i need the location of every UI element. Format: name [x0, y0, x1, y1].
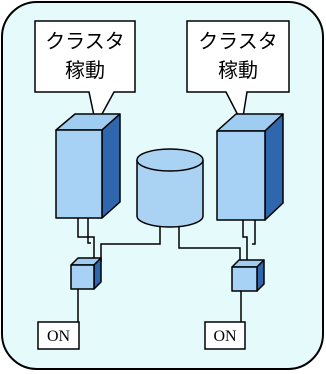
left-server [55, 113, 121, 219]
right-switch-front [231, 266, 258, 292]
right-callout-line1: クラスタ [198, 29, 278, 53]
right-callout-bubble [186, 20, 290, 126]
left-server-side [101, 113, 121, 219]
right-on-box [204, 321, 246, 350]
database-top [136, 148, 204, 172]
left-callout: クラスタ 稼動 [34, 20, 136, 128]
left-server-front [55, 129, 103, 219]
left-server-to-switch-line [77, 212, 95, 260]
left-callout-line2: 稼動 [65, 58, 105, 82]
left-callout-bubble [34, 20, 136, 128]
left-on-text: ON [47, 328, 71, 345]
right-switch [231, 259, 265, 292]
left-server-to-switch-line-2 [87, 210, 91, 244]
connection-lines [77, 210, 256, 322]
left-on-label: ON [37, 321, 80, 350]
right-server-side [264, 113, 284, 221]
left-switch [70, 257, 102, 290]
left-on-box [37, 321, 80, 350]
right-server-front [216, 130, 266, 221]
database-body [136, 160, 204, 228]
right-on-text: ON [213, 328, 237, 345]
database [136, 148, 204, 228]
left-switch-front [70, 264, 95, 290]
right-on-label: ON [204, 321, 246, 350]
right-callout-line2: 稼動 [218, 58, 258, 82]
right-server-to-switch-line [242, 212, 248, 260]
db-to-left-switch-line [100, 225, 161, 262]
right-callout: クラスタ 稼動 [186, 20, 290, 126]
db-to-right-switch-line [178, 225, 241, 264]
left-callout-line1: クラスタ [45, 29, 125, 53]
right-server [216, 113, 284, 221]
right-server-to-switch-line-2 [252, 210, 256, 245]
